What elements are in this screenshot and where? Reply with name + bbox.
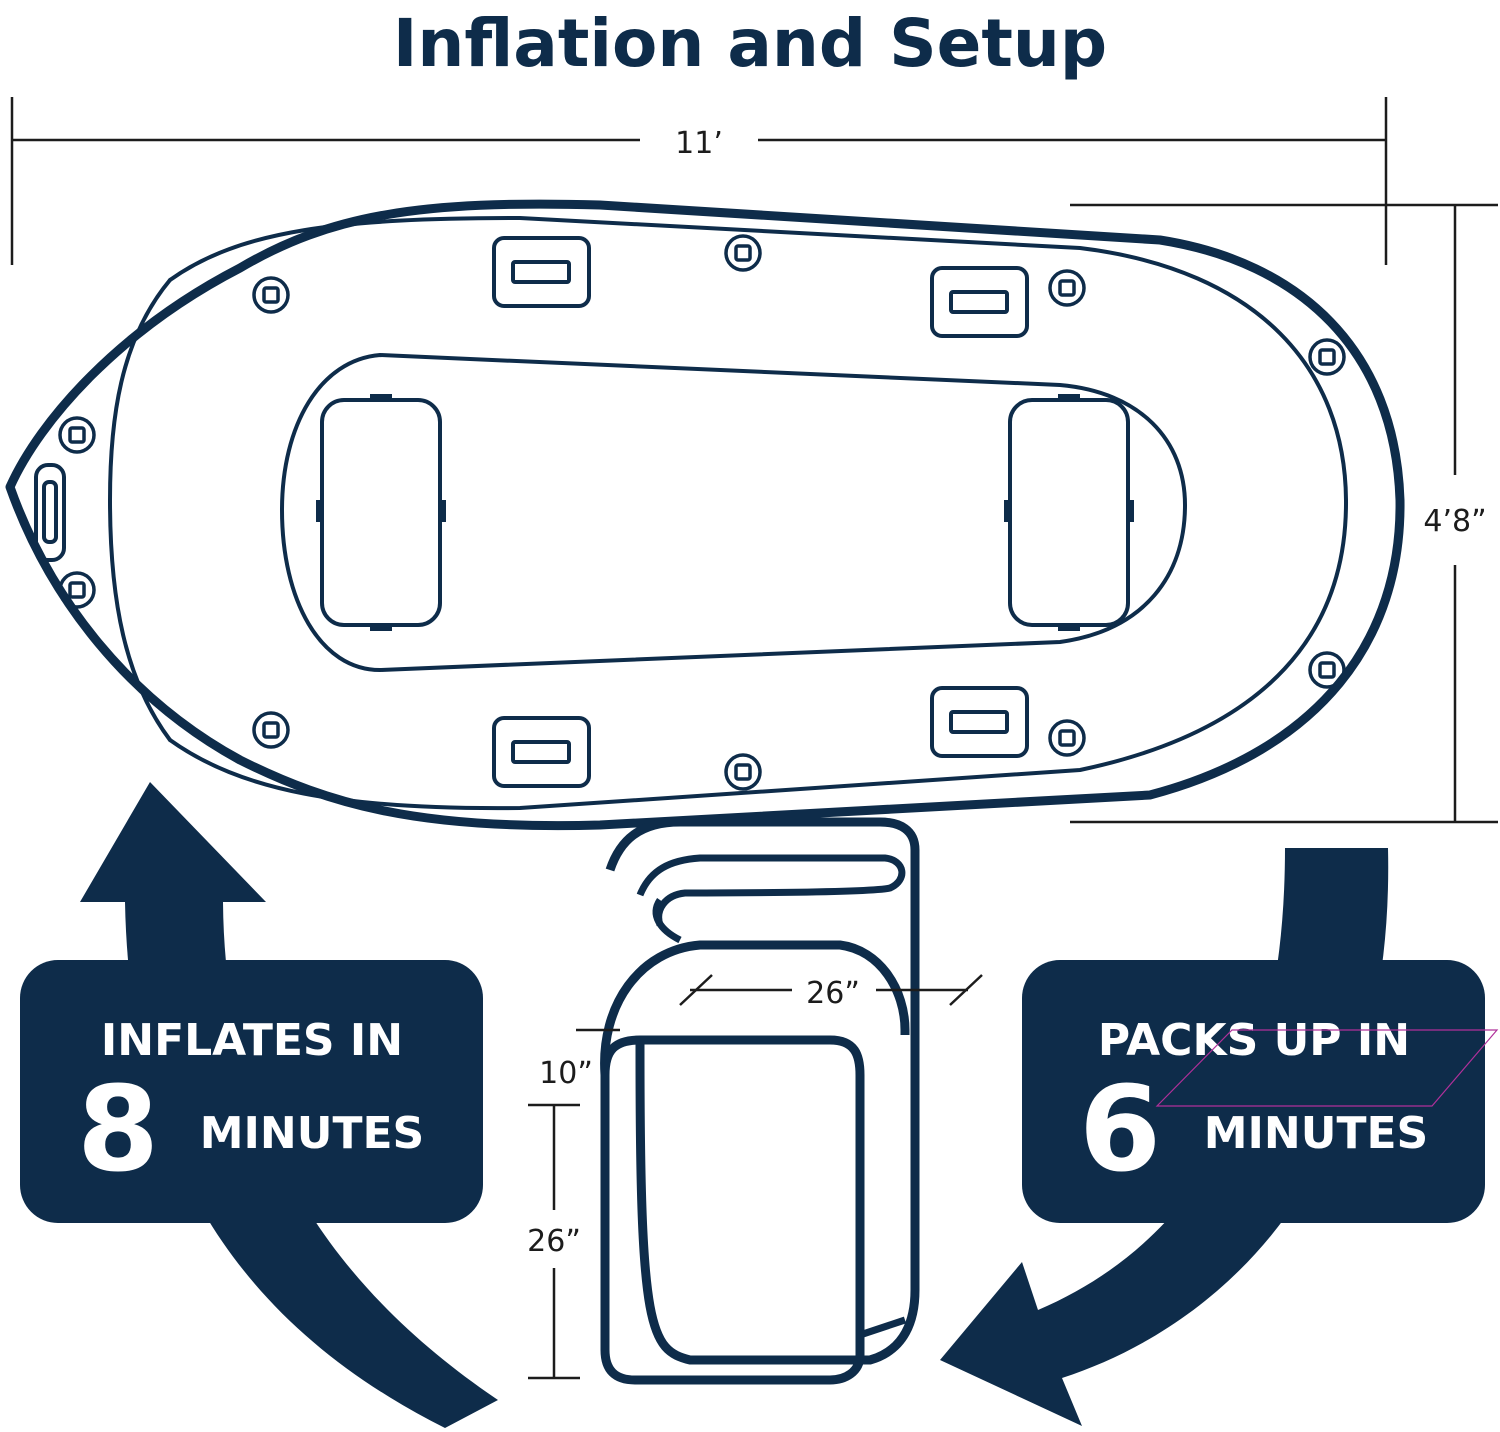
pack-unit: MINUTES — [1204, 1108, 1428, 1159]
bag-dimensions — [528, 974, 983, 1380]
pack-panel — [1022, 960, 1485, 1223]
air-valves — [58, 234, 1346, 791]
inflate-arrow — [80, 782, 498, 1428]
bag-back-block — [605, 817, 920, 1365]
inflate-heading: INFLATES IN — [101, 1015, 403, 1066]
seat-left — [320, 398, 442, 627]
seat-right — [1008, 398, 1130, 627]
bag-side-crease — [858, 1316, 907, 1339]
boat-hull-outline — [5, 199, 1405, 831]
pack-heading: PACKS UP IN — [1098, 1015, 1410, 1066]
overlay-parallelogram — [1155, 1029, 1499, 1107]
boat-floor — [280, 353, 1187, 672]
seat-clips — [316, 394, 1134, 631]
bag-front-face — [600, 1035, 865, 1385]
pack-number: 6 — [1079, 1060, 1161, 1198]
bag-fold-inner — [636, 854, 906, 927]
inflate-panel — [20, 960, 483, 1223]
inflate-unit: MINUTES — [200, 1108, 424, 1159]
width-dimension — [1070, 203, 1498, 824]
length-dimension — [10, 97, 1388, 265]
oarlock-pads — [492, 236, 1029, 788]
diagram-title: Inflation and Setup — [393, 5, 1107, 82]
bag-fold-lower — [652, 898, 682, 944]
width-label: 4’8” — [1423, 504, 1486, 539]
boat-tube-line-lower — [108, 278, 172, 742]
boat-tube-line — [168, 216, 1349, 811]
bow-handle — [34, 463, 66, 562]
length-label: 11’ — [675, 126, 723, 161]
boat-illustration — [5, 199, 1405, 831]
bag-width-label: 26” — [806, 976, 860, 1011]
bag-top-roll — [600, 940, 910, 1076]
bag-height-label: 26” — [527, 1224, 581, 1259]
bag-depth-label: 10” — [539, 1056, 593, 1091]
packed-bag-illustration — [600, 817, 920, 1385]
inflate-number: 8 — [77, 1060, 159, 1198]
